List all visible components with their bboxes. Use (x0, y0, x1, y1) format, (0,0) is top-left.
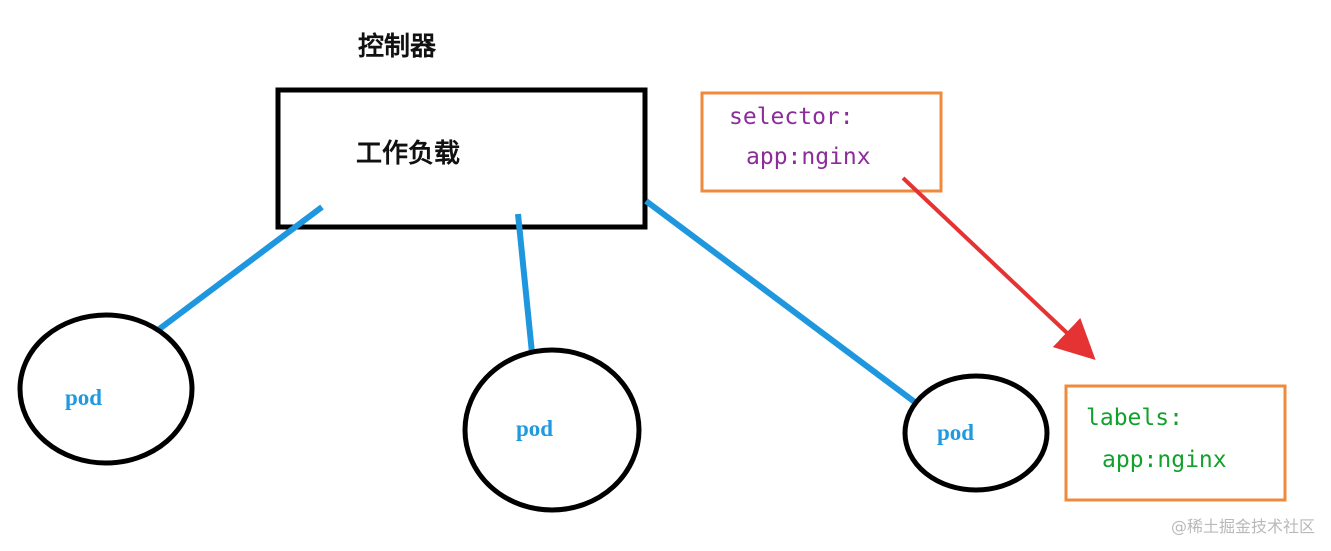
connector-line (515, 213, 535, 354)
workload-label: 工作负载 (356, 139, 461, 169)
match-arrow (901, 176, 1096, 360)
selector-box (700, 91, 943, 193)
labels-key: labels: (1086, 405, 1183, 431)
pod-circle (17, 312, 195, 466)
pod-circle (902, 373, 1050, 493)
pod-label: pod (516, 416, 554, 441)
watermark: @稀土掘金技术社区 (1170, 517, 1315, 536)
workload-box (275, 87, 648, 230)
controller-title: 控制器 (358, 32, 437, 62)
pod-circle (462, 347, 642, 513)
selector-value: app:nginx (746, 144, 871, 170)
labels-box (1064, 384, 1287, 502)
connector-line (156, 204, 324, 333)
connector-line (644, 198, 918, 406)
labels-value: app:nginx (1102, 447, 1227, 473)
pod-label: pod (937, 420, 975, 445)
selector-key: selector: (729, 104, 854, 130)
pod-label: pod (65, 385, 103, 410)
